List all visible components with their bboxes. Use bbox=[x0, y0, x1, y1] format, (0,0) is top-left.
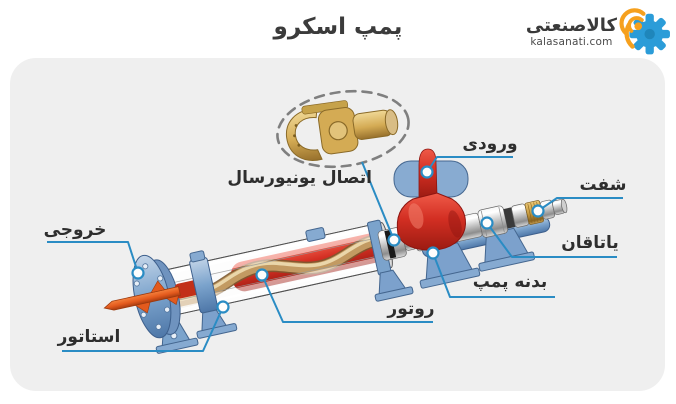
bearing-leader-line bbox=[486, 222, 617, 258]
inlet-point-marker bbox=[420, 165, 434, 179]
universal-joint-point-marker bbox=[387, 233, 401, 247]
pump-pipe-clamp bbox=[189, 250, 238, 339]
brand-text-block: کالاصنعتی kalasanati.com bbox=[525, 15, 617, 48]
pump-body-leader-line bbox=[432, 252, 555, 298]
rotor-point-marker bbox=[255, 268, 269, 282]
brand-logo: کالاصنعتی kalasanati.com bbox=[526, 6, 671, 58]
page-title: پمپ اسکرو bbox=[273, 14, 403, 40]
shaft-leader-line bbox=[537, 197, 623, 212]
label-bearing: یاتاقان bbox=[561, 233, 619, 253]
pump-stator-tube bbox=[157, 222, 404, 316]
stator-point-marker bbox=[216, 300, 230, 314]
shaft-point-marker bbox=[531, 204, 545, 218]
gear-signal-icon bbox=[619, 8, 670, 55]
rotor-leader-line bbox=[261, 274, 433, 323]
universal-joint-leader-line bbox=[361, 161, 395, 241]
outlet-leader-line bbox=[47, 241, 139, 274]
inset-dashed-ellipse bbox=[276, 89, 410, 169]
leader-lines bbox=[47, 156, 623, 352]
brand-domain: kalasanati.com bbox=[530, 35, 613, 48]
label-universal-joint: اتصال یونیورسال bbox=[227, 168, 372, 188]
bearing-point-marker bbox=[480, 216, 494, 230]
tube-top-clip bbox=[305, 227, 326, 242]
outlet-point-marker bbox=[131, 266, 145, 280]
label-pump-body: بدنه پمپ bbox=[472, 272, 548, 292]
label-outlet: خروجی bbox=[43, 220, 107, 240]
pump-inlet-housing bbox=[393, 148, 469, 251]
logo-signal-dot bbox=[634, 22, 643, 31]
label-inlet: ورودی bbox=[462, 134, 518, 154]
pump-assembly bbox=[103, 198, 568, 354]
universal-joint-part bbox=[285, 100, 399, 161]
label-stator: استاتور bbox=[57, 327, 121, 347]
pump-body-point-marker bbox=[426, 246, 440, 260]
leader-point-markers bbox=[131, 165, 545, 314]
brand-name: کالاصنعتی bbox=[525, 15, 617, 37]
logo-signal-waves bbox=[619, 8, 646, 49]
stator-leader-line bbox=[62, 306, 224, 352]
label-rotor: روتور bbox=[387, 299, 435, 319]
universal-joint-inset bbox=[276, 89, 410, 169]
label-shaft: شفت bbox=[579, 175, 627, 195]
